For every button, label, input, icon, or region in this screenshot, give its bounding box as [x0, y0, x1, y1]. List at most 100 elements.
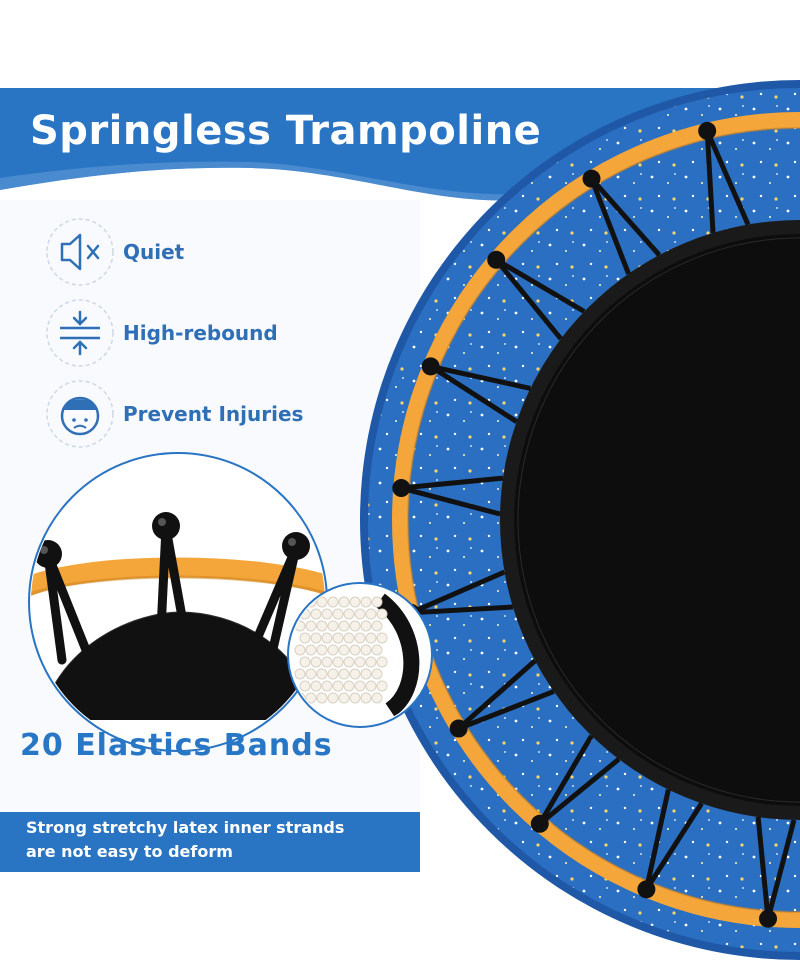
compress-arrows-icon: [46, 299, 114, 367]
band-knob: [449, 719, 468, 738]
latex-strand-end: [371, 644, 383, 656]
elastic-band-strap: [429, 364, 518, 424]
bands-title: 20 Elastics Bands: [20, 728, 333, 763]
elastic-band-strap: [537, 734, 594, 826]
latex-strand-end: [305, 692, 317, 704]
latex-strand-end: [294, 644, 306, 656]
latex-strand-end: [343, 680, 355, 692]
elastic-band-strap: [494, 258, 563, 341]
bottom-note-line2: are not easy to deform: [26, 842, 233, 861]
latex-strand-end: [365, 608, 377, 620]
latex-strand-end: [321, 656, 333, 668]
latex-strand-end: [305, 644, 317, 656]
elastic-band-strap: [589, 177, 631, 275]
band-knob: [582, 169, 601, 188]
latex-strand-end: [360, 692, 372, 704]
band-knob: [421, 357, 440, 376]
band-knob: [637, 880, 656, 899]
latex-strand-end: [376, 680, 388, 692]
elastic-band-strap: [400, 485, 501, 517]
latex-strand-end: [349, 668, 361, 680]
latex-strand-end: [310, 608, 322, 620]
elastic-band-strap: [538, 757, 621, 826]
latex-strand-end: [349, 692, 361, 704]
elastic-band-strap: [494, 257, 586, 314]
latex-strand-end: [376, 656, 388, 668]
latex-strand-end: [321, 680, 333, 692]
latex-strand-end: [376, 608, 388, 620]
latex-strand-end: [371, 668, 383, 680]
band-knob: [698, 121, 717, 140]
latex-strand-end: [332, 680, 344, 692]
latex-strand-end: [338, 692, 350, 704]
latex-strand-end: [343, 656, 355, 668]
latex-strand-end: [376, 632, 388, 644]
latex-strand-end: [338, 620, 350, 632]
band-knob: [487, 250, 506, 269]
latex-strand-end: [305, 620, 317, 632]
latex-strand-end: [354, 656, 366, 668]
latex-strand-end: [321, 632, 333, 644]
bottom-banner: [0, 812, 420, 872]
latex-strand-end: [343, 632, 355, 644]
latex-strand-end: [299, 680, 311, 692]
latex-strand-end: [338, 596, 350, 608]
feature-label-prevent-injuries: Prevent Injuries: [123, 402, 304, 426]
latex-strand-end: [360, 620, 372, 632]
latex-strand-end: [327, 620, 339, 632]
latex-strand-end: [338, 668, 350, 680]
latex-strand-end: [354, 632, 366, 644]
latex-strand-end: [310, 680, 322, 692]
elastic-band-strap: [644, 802, 704, 891]
mute-speaker-icon: [46, 218, 114, 286]
latex-strand-end: [343, 608, 355, 620]
latex-strand-end: [354, 608, 366, 620]
latex-strand-end: [316, 644, 328, 656]
latex-strand-end: [371, 620, 383, 632]
latex-strand-end: [360, 644, 372, 656]
elastic-band-strap: [409, 569, 506, 616]
latex-strand-end: [327, 644, 339, 656]
elastic-band-strap: [456, 658, 537, 731]
latex-strand-end: [294, 668, 306, 680]
latex-strand-end: [349, 620, 361, 632]
bottom-note-line1: Strong stretchy latex inner strands: [26, 818, 345, 837]
latex-strand-end: [365, 656, 377, 668]
band-detail-circle: [28, 452, 328, 752]
elastic-band-strap: [589, 176, 662, 257]
latex-strand-end: [316, 620, 328, 632]
latex-strand-end: [371, 596, 383, 608]
latex-strand-end: [354, 680, 366, 692]
elastic-band-strap: [704, 129, 751, 226]
latex-strand-end: [338, 644, 350, 656]
band-knob: [530, 814, 549, 833]
latex-strand-end: [299, 656, 311, 668]
latex-strand-end: [305, 668, 317, 680]
elastic-band-strap: [430, 363, 531, 391]
feature-label-high-rebound: High-rebound: [123, 321, 278, 345]
latex-strand-end: [365, 680, 377, 692]
latex-strand-end: [332, 656, 344, 668]
page-title: Springless Trampoline: [30, 108, 542, 154]
elastic-band-strap: [765, 819, 797, 920]
latex-strand-end: [327, 596, 339, 608]
latex-strand-end: [316, 596, 328, 608]
latex-strand-end: [332, 632, 344, 644]
latex-strand-end: [360, 668, 372, 680]
latex-strand-end: [360, 596, 372, 608]
trampoline-illustration: [360, 80, 800, 960]
latex-strand-end: [321, 608, 333, 620]
latex-strand-detail: [287, 582, 433, 728]
head-protection-icon: [46, 380, 114, 448]
elastic-band-strap: [704, 130, 716, 234]
band-knob: [392, 479, 411, 498]
elastic-band-strap: [401, 475, 504, 491]
latex-strand-end: [310, 656, 322, 668]
latex-strand-end: [332, 608, 344, 620]
latex-strand-end: [349, 644, 361, 656]
latex-strand-end: [349, 596, 361, 608]
latex-strand-end: [310, 632, 322, 644]
latex-strand-end: [299, 632, 311, 644]
